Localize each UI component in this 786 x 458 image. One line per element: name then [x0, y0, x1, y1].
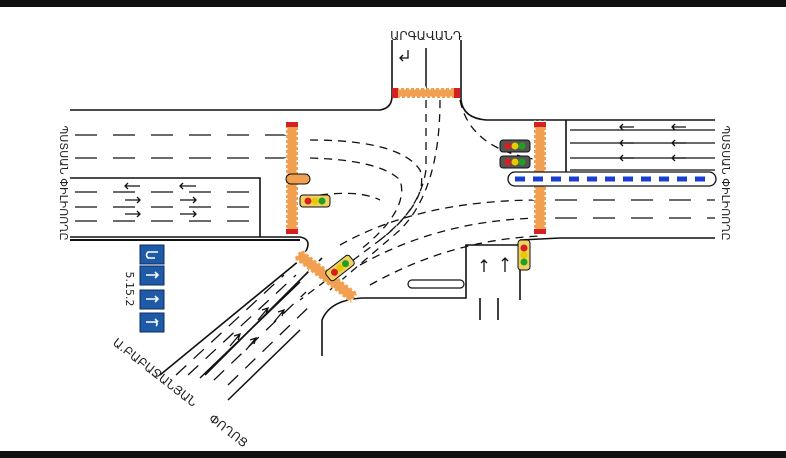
- southwest-lane-markings: [175, 274, 315, 386]
- straight-sign-icon: [139, 265, 165, 286]
- west-lane-markings: [75, 134, 290, 222]
- southwest-crosswalk: [293, 249, 359, 303]
- east-median: [507, 171, 717, 187]
- southwest-street-label-line2: ՓՈՂՈՑ: [206, 411, 250, 450]
- traffic-light-icon: [517, 239, 531, 271]
- east-lane-markings: [555, 129, 715, 219]
- u-turn-sign-icon: [139, 244, 165, 265]
- traffic-island: [407, 279, 465, 289]
- southwest-solid-line: [199, 281, 301, 379]
- traffic-light-icon: [499, 139, 531, 169]
- west-median: [285, 173, 311, 185]
- straight-sign-icon: [139, 312, 165, 333]
- top-border: [0, 0, 786, 7]
- traffic-light-icon: [299, 194, 331, 208]
- west-street-label: ՊՍՏՍԱՆ ՓԻԼԻՈՈՂԸ: [57, 125, 70, 240]
- lane-arrow-icon: [399, 50, 409, 62]
- east-street-label: ՊՍՏՍԱՆ ՓԻԼԻՈՈՂԸ: [719, 125, 732, 240]
- southwest-lower-curb: [227, 329, 301, 401]
- north-street-label: ԱՐԳԱՎԱՆԴ: [390, 29, 462, 43]
- straight-sign-icon: [139, 289, 165, 310]
- southwest-street-label: Ա.ԲԱԲԱՋԱՆՅԱՆ: [110, 335, 200, 409]
- bottom-border: [0, 451, 786, 458]
- traffic-light-icon: [325, 254, 355, 282]
- north-crosswalk: [394, 88, 458, 98]
- lane-arrow-icon: [124, 123, 686, 351]
- sign-code-label: 5.15.2: [123, 272, 136, 307]
- turning-paths: [299, 99, 541, 301]
